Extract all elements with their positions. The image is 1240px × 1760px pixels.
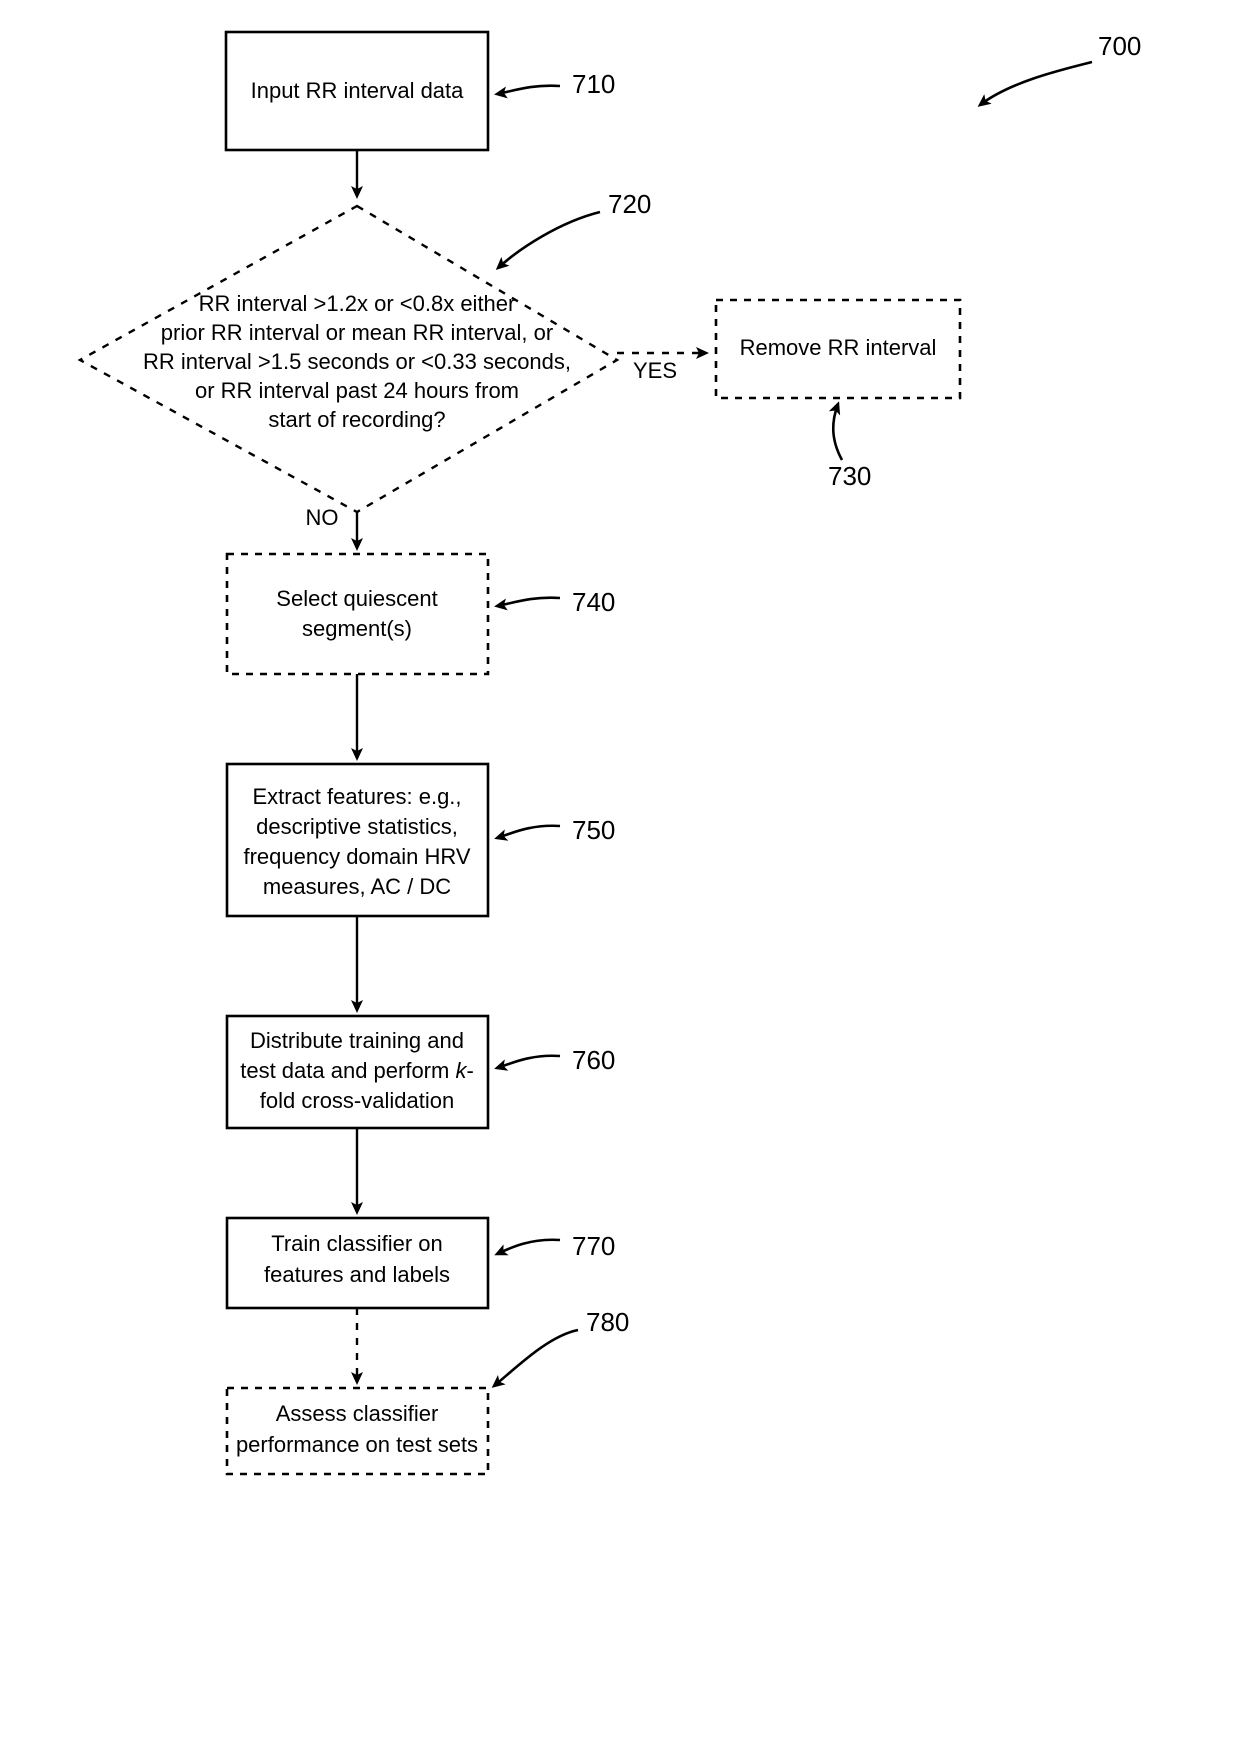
node-train-classifier[interactable]: Train classifier on features and labels bbox=[225, 1216, 490, 1310]
node-760-line-3: fold cross-validation bbox=[260, 1088, 454, 1113]
node-780-box[interactable] bbox=[225, 1386, 490, 1476]
node-750-line-4: measures, AC / DC bbox=[263, 874, 451, 899]
node-770-box[interactable] bbox=[225, 1216, 490, 1310]
node-770-line-1: Train classifier on bbox=[271, 1231, 443, 1256]
node-750-box[interactable] bbox=[225, 762, 490, 918]
node-720-line-5: start of recording? bbox=[268, 407, 445, 432]
node-720-line-3: RR interval >1.5 seconds or <0.33 second… bbox=[143, 349, 571, 374]
node-780-line-2: performance on test sets bbox=[236, 1432, 478, 1457]
ref-770: 770 bbox=[494, 1231, 615, 1261]
ref-760-label: 760 bbox=[572, 1045, 615, 1075]
node-710-box[interactable] bbox=[224, 30, 490, 152]
node-720-line-4: or RR interval past 24 hours from bbox=[195, 378, 519, 403]
node-750-line-1: Extract features: e.g., bbox=[252, 784, 461, 809]
node-740-line-1: Select quiescent bbox=[276, 586, 437, 611]
edge-720-to-740-no: NO bbox=[306, 505, 363, 551]
ref-750: 750 bbox=[494, 815, 615, 845]
edge-label-yes: YES bbox=[633, 358, 677, 383]
node-720-line-2: prior RR interval or mean RR interval, o… bbox=[161, 320, 553, 345]
node-730-box[interactable] bbox=[714, 298, 962, 400]
node-760-line-2-italic-k: k bbox=[455, 1058, 467, 1083]
ref-780: 780 bbox=[491, 1307, 629, 1388]
ref-700-label: 700 bbox=[1098, 31, 1141, 61]
node-770-line-2: features and labels bbox=[264, 1262, 450, 1287]
figure-ref-700: 700 bbox=[977, 31, 1141, 107]
node-remove-rr-interval[interactable]: Remove RR interval bbox=[714, 298, 962, 400]
ref-740-label: 740 bbox=[572, 587, 615, 617]
edge-720-to-730-yes: YES bbox=[617, 347, 709, 383]
node-rr-interval-decision[interactable]: RR interval >1.2x or <0.8x either prior … bbox=[77, 204, 620, 514]
node-780-line-1: Assess classifier bbox=[276, 1401, 439, 1426]
ref-760: 760 bbox=[494, 1045, 615, 1075]
node-select-quiescent-segments[interactable]: Select quiescent segment(s) bbox=[225, 552, 490, 676]
node-extract-features[interactable]: Extract features: e.g., descriptive stat… bbox=[225, 762, 490, 918]
node-740-line-2: segment(s) bbox=[302, 616, 412, 641]
node-720-line-1: RR interval >1.2x or <0.8x either bbox=[199, 291, 516, 316]
ref-730-label: 730 bbox=[828, 461, 871, 491]
node-assess-classifier-performance[interactable]: Assess classifier performance on test se… bbox=[225, 1386, 490, 1476]
ref-780-label: 780 bbox=[586, 1307, 629, 1337]
node-730-label: Remove RR interval bbox=[740, 335, 937, 360]
ref-720-label: 720 bbox=[608, 189, 651, 219]
node-760-line-2-part-a: test data and perform bbox=[240, 1058, 455, 1083]
ref-720: 720 bbox=[495, 189, 651, 271]
node-760-line-1: Distribute training and bbox=[250, 1028, 464, 1053]
ref-730: 730 bbox=[828, 401, 871, 491]
node-input-rr-interval-data[interactable]: Input RR interval data bbox=[224, 30, 490, 152]
ref-740: 740 bbox=[494, 587, 615, 617]
node-760-line-2-part-c: - bbox=[466, 1058, 473, 1083]
ref-750-label: 750 bbox=[572, 815, 615, 845]
node-750-line-2: descriptive statistics, bbox=[256, 814, 458, 839]
ref-710: 710 bbox=[494, 69, 615, 99]
node-750-line-3: frequency domain HRV bbox=[243, 844, 470, 869]
edge-label-no: NO bbox=[306, 505, 339, 530]
node-distribute-training-test-data[interactable]: Distribute training and test data and pe… bbox=[225, 1014, 490, 1130]
node-710-label: Input RR interval data bbox=[251, 78, 465, 103]
node-740-box[interactable] bbox=[225, 552, 490, 676]
ref-770-label: 770 bbox=[572, 1231, 615, 1261]
ref-710-label: 710 bbox=[572, 69, 615, 99]
node-760-line-2: test data and perform k- bbox=[240, 1058, 474, 1083]
